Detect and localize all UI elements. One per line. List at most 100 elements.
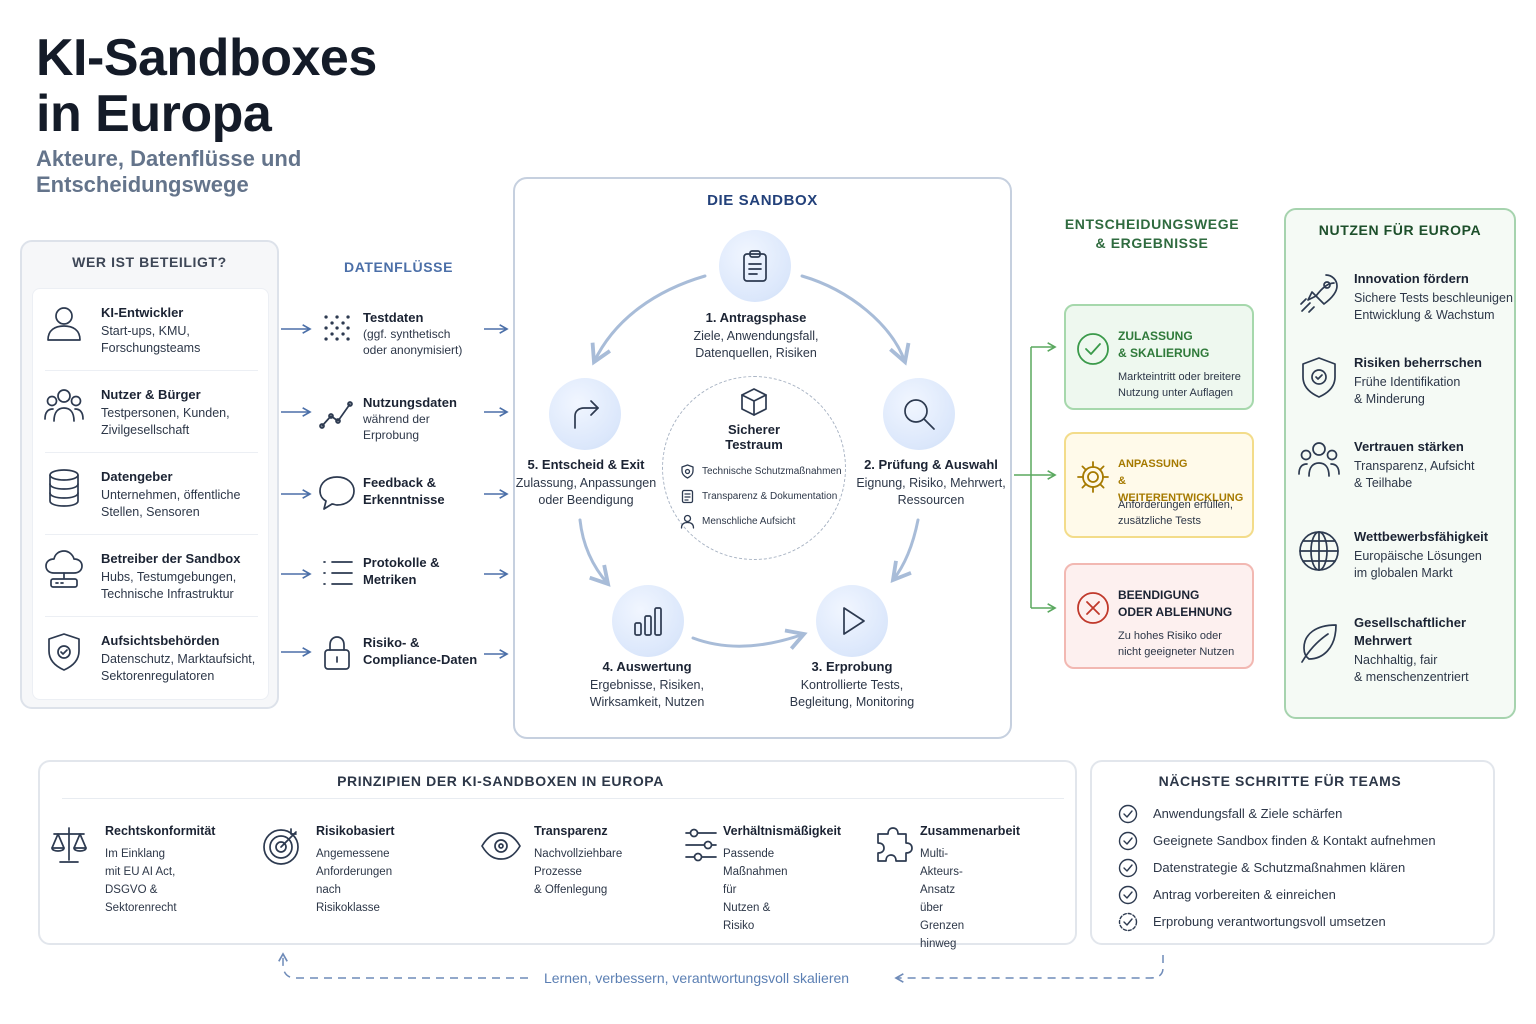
phase-5-title: 5. Entscheid & Exit <box>527 457 645 472</box>
principle-desc: Angemessene Anforderungen nach Risikokla… <box>316 848 393 914</box>
target-icon <box>263 828 299 865</box>
secure-testspace-title: Sicherer Testraum <box>725 422 783 452</box>
check-icon <box>1118 804 1138 824</box>
actors-heading: WER IST BETEILIGT? <box>72 254 227 270</box>
flow-title: Feedback & Erkenntnisse <box>363 475 445 507</box>
actor-desc: Start-ups, KMU, Forschungsteams <box>101 324 201 355</box>
actor-aufsicht: Aufsichtsbehörden Datenschutz, Marktaufs… <box>33 617 270 699</box>
principle-desc: Multi-Akteurs-Ansatz über Grenzen hinweg <box>920 848 965 950</box>
actor-desc: Datenschutz, Marktaufsicht, Sektorenregu… <box>101 652 256 683</box>
actor-ki-entwickler: KI-Entwickler Start-ups, KMU, Forschungs… <box>33 289 270 371</box>
outcome-title: ANPASSUNG & WEITERENTWICKLUNG <box>1118 458 1244 504</box>
puzzle-icon <box>877 827 913 862</box>
actor-title: Betreiber der Sandbox <box>101 551 241 566</box>
outcome-title: ZULASSUNG & SKALIERUNG <box>1118 329 1210 360</box>
page-subtitle: Akteure, Datenflüsse und Entscheidungswe… <box>36 146 302 197</box>
phase-3-badge <box>816 585 888 657</box>
phase-3-desc: Kontrollierte Tests, Begleitung, Monitor… <box>789 678 915 709</box>
principles-divider <box>62 798 1064 799</box>
flow-title: Protokolle & Metriken <box>363 555 440 587</box>
actors-list: KI-Entwickler Start-ups, KMU, Forschungs… <box>32 288 269 700</box>
benefit-competitiveness: Wettbewerbsfähigkeit Europäische Lösunge… <box>1296 528 1511 588</box>
principle-desc: Im Einklang mit EU AI Act, DSGVO & Sekto… <box>105 848 177 914</box>
magnifier-icon <box>904 399 935 430</box>
rocket-icon <box>1300 274 1338 313</box>
shield-small-icon <box>681 464 694 479</box>
phase-4-desc: Ergebnisse, Risiken, Wirksamkeit, Nutzen <box>589 678 705 709</box>
gear-icon <box>1077 461 1109 493</box>
flow-risiko: Risiko- & Compliance-Daten <box>318 634 508 694</box>
actors-panel: WER IST BETEILIGT? KI-Entwickler Start-u… <box>20 240 279 709</box>
outcome-termination: BEENDIGUNG ODER ABLEHNUNG Zu hohes Risik… <box>1064 563 1254 669</box>
play-icon <box>843 607 865 635</box>
next-steps-heading: NÄCHSTE SCHRITTE FÜR TEAMS <box>1158 773 1402 789</box>
actor-desc: Testpersonen, Kunden, Zivilgesellschaft <box>101 406 230 437</box>
next-step-label: Antrag vorbereiten & einreichen <box>1153 887 1336 902</box>
phase-1-title: 1. Antragsphase <box>705 310 807 325</box>
outcome-approval: ZULASSUNG & SKALIERUNG Markteintritt ode… <box>1064 304 1254 410</box>
actor-title: Nutzer & Bürger <box>101 387 201 402</box>
benefit-risks: Risiken beherrschen Frühe Identifikation… <box>1296 354 1511 414</box>
principles-panel <box>38 760 1077 945</box>
actor-title: Datengeber <box>101 469 173 484</box>
principle-title: Verhältnismäßigkeit <box>723 824 842 838</box>
secure-testspace-circle <box>662 376 846 560</box>
check-circle-icon <box>1077 333 1109 365</box>
benefit-title: Vertrauen stärken <box>1354 439 1464 454</box>
benefits-heading: NUTZEN FÜR EUROPA <box>1318 222 1482 238</box>
principles-heading: PRINZIPIEN DER KI-SANDBOXEN IN EUROPA <box>337 773 664 789</box>
benefit-title: Risiken beherrschen <box>1354 355 1482 370</box>
phase-5-badge <box>549 378 621 450</box>
phase-1-desc: Ziele, Anwendungsfall, Datenquellen, Ris… <box>693 329 819 360</box>
phase-4-title: 4. Auswertung <box>602 659 692 674</box>
benefit-desc: Nachhaltig, fair & menschenzentriert <box>1354 653 1469 684</box>
flow-protokolle: Protokolle & Metriken <box>318 554 508 614</box>
actor-title: KI-Entwickler <box>101 305 184 320</box>
sliders-icon <box>685 828 717 862</box>
outcome-title: BEENDIGUNG ODER ABLEHNUNG <box>1118 588 1233 619</box>
principle-title: Risikobasiert <box>316 824 395 838</box>
flow-feedback: Feedback & Erkenntnisse <box>318 474 508 534</box>
principle-title: Zusammenarbeit <box>920 824 1021 838</box>
actor-nutzer: Nutzer & Bürger Testpersonen, Kunden, Zi… <box>33 371 270 453</box>
person-small-icon <box>680 514 695 529</box>
cube-icon <box>741 388 767 416</box>
lock-icon <box>324 636 350 670</box>
x-circle-icon <box>1077 592 1109 624</box>
phase-2-badge <box>883 378 955 450</box>
flow-title: Risiko- & Compliance-Daten <box>363 635 478 667</box>
globe-icon <box>1299 531 1339 571</box>
actor-title: Aufsichtsbehörden <box>101 633 220 648</box>
outcomes-heading: ENTSCHEIDUNGSWEGE & ERGEBNISSE <box>1064 216 1240 251</box>
check-icon <box>1118 831 1138 851</box>
principle-title: Transparenz <box>534 824 608 838</box>
page-title: KI-Sandboxes in Europa <box>36 30 377 142</box>
document-icon <box>681 489 694 504</box>
shield-icon <box>48 633 80 671</box>
title-line: KI-Sandboxes in Europa <box>36 29 377 143</box>
principle-desc: Passende Maßnahmen für Nutzen & Risiko <box>723 848 788 932</box>
benefit-innovation: Innovation fördern Sichere Tests beschle… <box>1296 270 1513 330</box>
next-step-label: Datenstrategie & Schutzmaßnahmen klären <box>1153 860 1406 875</box>
actor-betreiber: Betreiber der Sandbox Hubs, Testumgebung… <box>33 535 270 617</box>
phase-3-title: 3. Erprobung <box>811 659 893 674</box>
speech-bubble-icon <box>319 476 355 510</box>
benefit-desc: Frühe Identifikation & Minderung <box>1354 375 1461 406</box>
actor-desc: Hubs, Testumgebungen, Technische Infrast… <box>101 570 237 601</box>
benefit-desc: Transparenz, Aufsicht & Teilhabe <box>1354 459 1475 490</box>
safeguard-label: Transparenz & Dokumentation <box>702 491 838 502</box>
scales-icon <box>51 827 87 863</box>
dots-grid-icon <box>324 315 350 341</box>
leaf-icon <box>1301 624 1337 663</box>
list-icon <box>323 561 353 585</box>
flow-desc: (ggf. synthetisch oder anonymisiert) <box>363 327 463 357</box>
safeguard-label: Technische Schutzmaßnahmen <box>702 466 842 477</box>
people-icon <box>1298 442 1340 477</box>
next-step-label: Geeignete Sandbox finden & Kontakt aufne… <box>1153 833 1436 848</box>
actor-desc: Unternehmen, öffentliche Stellen, Sensor… <box>101 488 241 519</box>
flow-nutzungsdaten: Nutzungsdaten während der Erprobung <box>318 394 508 454</box>
person-icon <box>47 307 81 341</box>
flow-desc: während der Erprobung <box>363 412 430 442</box>
next-steps-panel <box>1090 760 1495 945</box>
database-icon <box>49 469 79 507</box>
